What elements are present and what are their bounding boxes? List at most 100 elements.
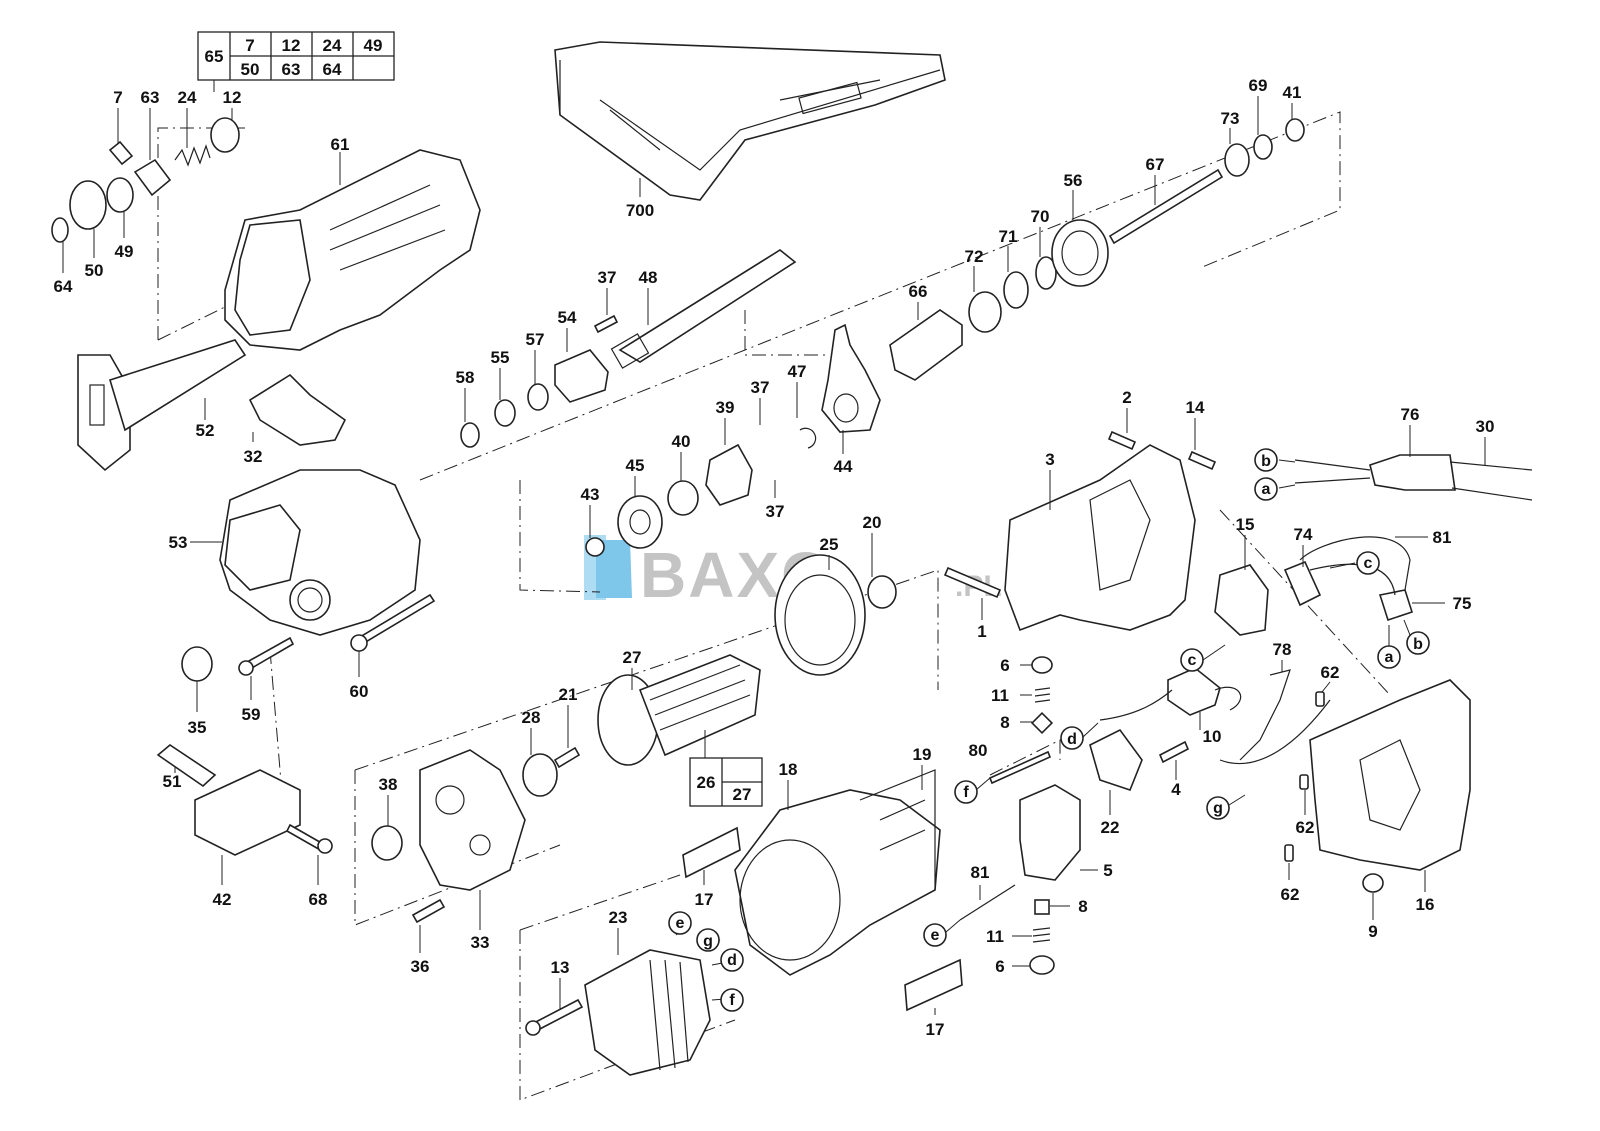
disc-71 (1003, 271, 1029, 309)
screw-1 (943, 566, 1002, 599)
cap-6a (1031, 656, 1053, 674)
part-label-70: 70 (1031, 207, 1050, 226)
kit-cell: 12 (282, 36, 301, 55)
sleeve-66 (889, 309, 963, 381)
part-label-4: 4 (1171, 780, 1181, 799)
part-label-73: 73 (1221, 109, 1240, 128)
washer-73 (1224, 143, 1250, 177)
part-label-69: 69 (1249, 76, 1268, 95)
kit-cell: 63 (282, 60, 301, 79)
part-label-57: 57 (526, 330, 545, 349)
part-label-59: 59 (242, 705, 261, 724)
callout-b: b (1261, 453, 1271, 470)
pin-62b (1299, 774, 1309, 790)
part-label-37: 37 (598, 268, 617, 287)
part-label-51: 51 (163, 772, 182, 791)
part-label-67: 67 (1146, 155, 1165, 174)
part-label-68: 68 (309, 890, 328, 909)
callout-a: a (1262, 481, 1271, 498)
screw-21 (553, 746, 581, 769)
board-22 (1089, 728, 1143, 791)
sleeve-63 (133, 158, 172, 197)
washer-70 (1035, 256, 1057, 290)
part-label-20: 20 (863, 513, 882, 532)
part-label-12: 12 (223, 88, 242, 107)
part-label-41: 41 (1283, 83, 1302, 102)
plate-39 (705, 443, 753, 506)
part-label-14: 14 (1186, 398, 1205, 417)
clip-47 (799, 427, 817, 449)
part-label-11: 11 (986, 927, 1004, 946)
callout-c: c (1188, 652, 1197, 669)
gear-56 (1051, 219, 1109, 287)
part-label-49: 49 (115, 242, 134, 261)
nut-9 (1362, 873, 1384, 893)
ring-49 (106, 177, 134, 213)
plunger-48 (618, 249, 797, 363)
connector-75 (1378, 589, 1414, 622)
part-label-30: 30 (1476, 417, 1495, 436)
part-label-13: 13 (551, 958, 570, 977)
part-label-11: 11 (991, 686, 1009, 705)
part-label-61: 61 (331, 135, 350, 154)
bearing-28 (522, 753, 558, 797)
bearing-45 (617, 495, 663, 549)
ring-64 (51, 217, 69, 243)
plug-35 (181, 646, 213, 682)
switch-15 (1214, 564, 1269, 636)
callout-f: f (729, 992, 735, 1009)
part-number-labels: 61 52 32 53 35 59 60 51 42 68 64 50 49 7… (54, 76, 1495, 1039)
cap-6b (1029, 955, 1055, 975)
part-label-48: 48 (639, 268, 658, 287)
part-label-25: 25 (820, 535, 839, 554)
part-label-16: 16 (1416, 895, 1435, 914)
callout-c: c (1364, 555, 1373, 572)
part-label-27: 27 (623, 648, 642, 667)
part-label-62: 62 (1281, 885, 1300, 904)
part-label-66: 66 (909, 282, 928, 301)
callout-b: b (1413, 636, 1423, 653)
spring-24 (174, 144, 211, 167)
bushing-54 (554, 349, 609, 403)
label-17a (682, 826, 741, 879)
connection-callouts: b a c b a c d f g e e g d f (668, 448, 1430, 1012)
part-label-15: 15 (1236, 515, 1255, 534)
part-label-64: 64 (54, 277, 73, 296)
part-label-8: 8 (1000, 713, 1009, 732)
armature-table: 26 27 (689, 757, 763, 807)
part-label-37: 37 (766, 502, 785, 521)
kit-cell: 49 (364, 36, 383, 55)
part-label-17: 17 (926, 1020, 945, 1039)
part-label-17: 17 (695, 890, 714, 909)
kit-cell: 50 (241, 60, 260, 79)
label-17b (904, 958, 963, 1012)
bushing-38 (371, 825, 403, 861)
part-label-71: 71 (999, 227, 1018, 246)
bracket-42 (194, 769, 301, 856)
module-10 (1167, 667, 1221, 716)
part-label-81: 81 (971, 863, 990, 882)
part-label-9: 9 (1368, 922, 1377, 941)
bearing-20 (867, 575, 897, 609)
part-label-78: 78 (1273, 640, 1292, 659)
part-label-50: 50 (85, 261, 104, 280)
baffle-25 (774, 554, 866, 676)
screw-14 (1187, 450, 1217, 471)
armature-27 (597, 654, 761, 766)
screw-4 (1158, 740, 1190, 764)
part-label-52: 52 (196, 421, 215, 440)
part-label-22: 22 (1101, 818, 1120, 837)
part-label-80: 80 (969, 741, 988, 760)
bushing-41 (1285, 118, 1305, 142)
pin-62c (1284, 844, 1294, 862)
spring-11a (1034, 687, 1051, 703)
pin-51 (156, 744, 217, 788)
handle-half-3 (1004, 444, 1196, 632)
front-housing-61 (224, 149, 481, 351)
part-label-19: 19 (913, 745, 932, 764)
part-label-60: 60 (350, 682, 369, 701)
part-label-39: 39 (716, 398, 735, 417)
part-label-43: 43 (581, 485, 600, 504)
callout-a: a (1385, 649, 1394, 666)
